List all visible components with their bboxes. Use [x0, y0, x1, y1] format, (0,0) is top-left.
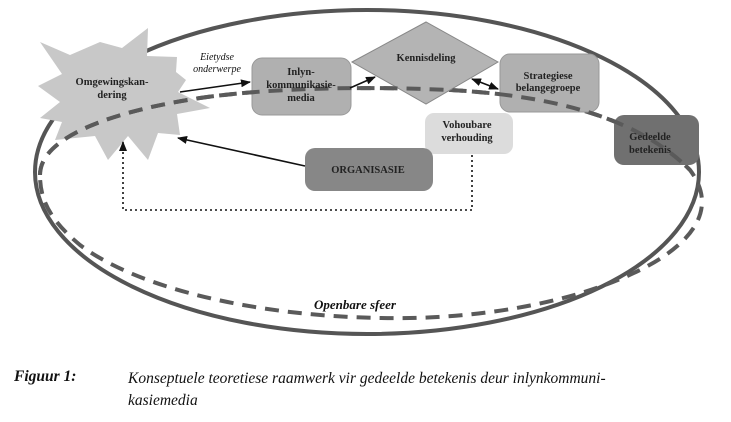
dashed-boundary-overlay — [199, 86, 692, 172]
framework-diagram: Omgewingskan- dering Eietydse onderwerpe… — [33, 8, 704, 336]
public-sphere-label: Openbare sfeer — [314, 297, 397, 312]
arrow-organisation-to-scanning — [177, 136, 306, 167]
organisation-label: ORGANISASIE — [331, 165, 405, 176]
arrow-knowledge-stakeholders — [471, 78, 499, 90]
online-media-line-2: kommunikasie- — [266, 80, 336, 91]
environment-scanning-starburst — [38, 28, 210, 160]
online-media-label: Inlyn- kommunikasie- media — [266, 67, 336, 104]
public-sphere-ellipse — [33, 8, 701, 336]
sustainable-relationship-label: Vohoubare verhouding — [441, 120, 493, 144]
shared-meaning-line-1: Gedeelde — [629, 132, 671, 143]
shared-meaning-line-2: betekenis — [629, 145, 671, 156]
strategic-stakeholders-label: Strategiese belangegroepe — [516, 71, 581, 94]
environment-scanning-line-1: Omgewingskan- — [76, 77, 149, 88]
figure-number: Figuur 1: — [14, 368, 77, 385]
online-media-line-1: Inlyn- — [287, 67, 315, 78]
figure-caption-line-2: kasiemedia — [128, 392, 198, 409]
figure-caption-line-1: Konseptuele teoretiese raamwerk vir gede… — [128, 370, 606, 387]
edge-label-line-1: Eietydse — [199, 52, 234, 63]
environment-scanning-line-2: dering — [97, 90, 127, 101]
shared-meaning-label: Gedeelde betekenis — [629, 132, 671, 156]
shared-meaning-box — [614, 115, 699, 165]
online-media-line-3: media — [287, 93, 315, 104]
edge-label-current-topics: Eietydse onderwerpe — [193, 52, 241, 75]
knowledge-sharing-label: Kennisdeling — [397, 53, 457, 64]
sustainable-relationship-line-1: Vohoubare — [442, 120, 491, 131]
dashed-boundary-overlay-left — [38, 96, 201, 176]
organisation-box — [305, 148, 433, 191]
strategic-stakeholders-line-1: Strategiese — [524, 71, 573, 82]
figure-caption-text: Konseptuele teoretiese raamwerk vir gede… — [128, 368, 728, 412]
sustainable-relationship-box — [425, 113, 513, 154]
sustainable-relationship-line-2: verhouding — [441, 133, 493, 144]
edge-label-line-2: onderwerpe — [193, 64, 241, 75]
knowledge-sharing-diamond — [350, 21, 500, 105]
environment-scanning-label: Omgewingskan- dering — [76, 77, 149, 101]
strategic-stakeholders-line-2: belangegroepe — [516, 83, 581, 94]
arrow-media-to-knowledge — [349, 76, 376, 89]
arrow-scanning-to-media — [179, 79, 251, 93]
